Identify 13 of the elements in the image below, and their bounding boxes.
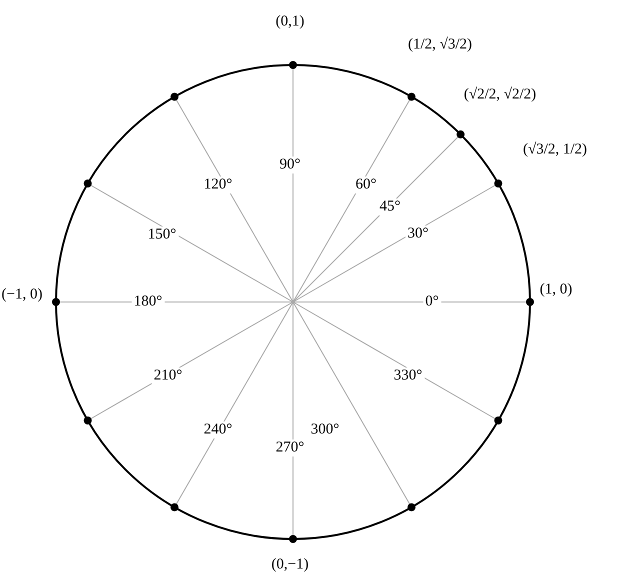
coordinate-label: (−1, 0)	[0, 286, 44, 304]
angle-label: 270°	[274, 440, 306, 456]
coordinate-label: (0,1)	[274, 14, 306, 30]
angle-label: 90°	[278, 156, 302, 174]
coordinate-label: (1, 0)	[538, 282, 574, 298]
coordinate-label: (√2/2, √2/2)	[462, 86, 538, 104]
angle-label: 45°	[378, 198, 402, 216]
angle-label: 210°	[152, 368, 184, 384]
coordinate-label: (1/2, √3/2)	[406, 36, 474, 54]
angle-label: 60°	[354, 176, 378, 194]
coordinate-label: (0,−1)	[269, 556, 311, 574]
coordinate-label: (√3/2, 1/2)	[520, 142, 590, 158]
angle-label: 240°	[202, 422, 234, 438]
